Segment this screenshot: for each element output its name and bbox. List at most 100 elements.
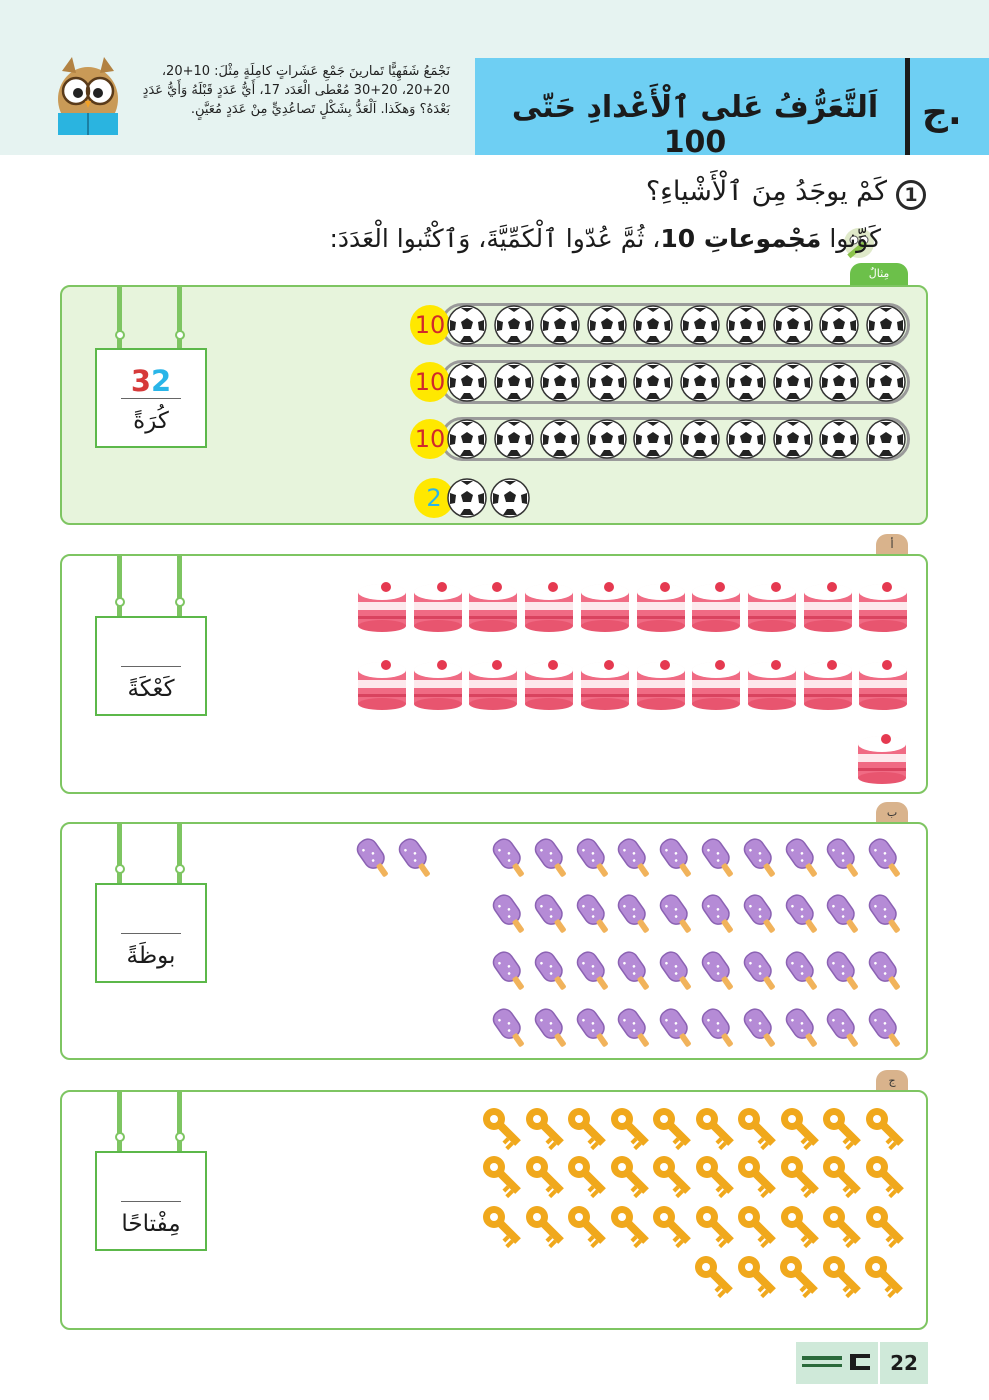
popsicle-icon — [572, 833, 618, 883]
soccer-ball-icon — [818, 418, 860, 460]
popsicle-icon — [739, 1003, 785, 1053]
popsicle-icon — [739, 946, 785, 996]
popsicle-icon — [697, 833, 743, 883]
sign-ring — [115, 864, 125, 874]
teacher-note: نَجْمَعُ شَفَهِيًّا تَمارينَ جَمْعِ عَشَ… — [142, 64, 450, 117]
popsicle-icon — [864, 946, 910, 996]
popsicle-icon — [697, 889, 743, 939]
soccer-ball-icon — [865, 361, 907, 403]
popsicle-icon — [530, 1003, 576, 1053]
key-icon — [565, 1153, 613, 1201]
soccer-ball-icon — [539, 304, 581, 346]
popsicle-icon — [613, 1003, 659, 1053]
key-icon — [778, 1153, 826, 1201]
popsicle-icon — [655, 833, 701, 883]
key-icon — [650, 1153, 698, 1201]
key-icon — [820, 1203, 868, 1251]
soccer-ball-icon — [679, 304, 721, 346]
sign-hanger — [177, 555, 182, 617]
cake-icon — [467, 578, 519, 634]
cake-icon — [802, 656, 854, 712]
answer-sign-a: كَعْكَةً — [95, 616, 207, 716]
tab-a: أ — [876, 534, 908, 556]
sign-hanger — [177, 286, 182, 351]
cake-icon — [412, 656, 464, 712]
popsicle-icon — [394, 833, 440, 883]
example-tab: مِثالٌ — [850, 263, 908, 285]
object-word: بوظَةً — [126, 943, 176, 969]
object-word: كُرَةً — [133, 408, 169, 434]
soccer-ball-icon — [586, 304, 628, 346]
cake-icon — [635, 578, 687, 634]
popsicle-icon — [822, 889, 868, 939]
key-icon — [692, 1253, 740, 1301]
sign-ring — [115, 1132, 125, 1142]
answer-number: 32 — [130, 364, 172, 398]
key-icon — [608, 1105, 656, 1153]
owl-pencil-icon — [844, 228, 874, 259]
answer-line — [121, 398, 181, 399]
soccer-ball-icon — [632, 304, 674, 346]
soccer-ball-icon — [818, 361, 860, 403]
key-icon — [523, 1203, 571, 1251]
key-icon — [608, 1153, 656, 1201]
sign-hanger — [117, 1091, 122, 1153]
key-icon — [820, 1153, 868, 1201]
popsicle-icon — [655, 889, 701, 939]
cake-icon — [857, 656, 909, 712]
sign-hanger — [117, 555, 122, 617]
key-icon — [480, 1105, 528, 1153]
popsicle-icon — [697, 946, 743, 996]
cake-icon — [746, 578, 798, 634]
key-icon — [778, 1105, 826, 1153]
section-header — [475, 58, 989, 155]
answer-line[interactable] — [121, 1201, 181, 1202]
popsicle-icon — [572, 946, 618, 996]
popsicle-icon — [697, 1003, 743, 1053]
answer-sign-b: بوظَةً — [95, 883, 207, 983]
answer-line[interactable] — [121, 933, 181, 934]
popsicle-icon — [572, 889, 618, 939]
object-word: كَعْكَةً — [127, 676, 175, 702]
popsicle-icon — [488, 1003, 534, 1053]
soccer-ball-icon — [865, 304, 907, 346]
ten-badge: 10 — [410, 362, 450, 402]
popsicle-icon — [572, 1003, 618, 1053]
key-icon — [480, 1203, 528, 1251]
popsicle-icon — [655, 946, 701, 996]
publisher-logo — [796, 1342, 878, 1384]
sign-ring — [175, 1132, 185, 1142]
popsicle-icon — [488, 833, 534, 883]
answer-line[interactable] — [121, 666, 181, 667]
key-icon — [820, 1253, 868, 1301]
cake-icon — [467, 656, 519, 712]
tab-b: ب — [876, 802, 908, 824]
key-icon — [565, 1203, 613, 1251]
key-icon — [777, 1253, 825, 1301]
key-icon — [480, 1153, 528, 1201]
cake-icon — [856, 730, 908, 786]
page-number: 22 — [880, 1342, 928, 1384]
soccer-ball-icon — [679, 418, 721, 460]
popsicle-icon — [352, 833, 398, 883]
ten-badge: 10 — [410, 419, 450, 459]
key-icon — [650, 1105, 698, 1153]
cake-icon — [356, 578, 408, 634]
soccer-ball-icon — [446, 304, 488, 346]
popsicle-icon — [613, 833, 659, 883]
soccer-ball-icon — [586, 418, 628, 460]
key-icon — [863, 1105, 911, 1153]
key-icon — [862, 1253, 910, 1301]
instruction-text: كَوِّنوا مَجْموعاتِ 10، ثُمَّ عُدّوا ٱلْ… — [329, 224, 882, 253]
soccer-ball-icon — [679, 361, 721, 403]
popsicle-icon — [781, 889, 827, 939]
section-letter: ج. — [922, 92, 962, 133]
answer-sign-c: مِفْتاحًا — [95, 1151, 207, 1251]
soccer-ball-icon — [446, 361, 488, 403]
popsicle-icon — [739, 833, 785, 883]
key-icon — [735, 1153, 783, 1201]
popsicle-icon — [822, 833, 868, 883]
popsicle-icon — [864, 889, 910, 939]
soccer-ball-icon — [539, 361, 581, 403]
key-icon — [863, 1153, 911, 1201]
